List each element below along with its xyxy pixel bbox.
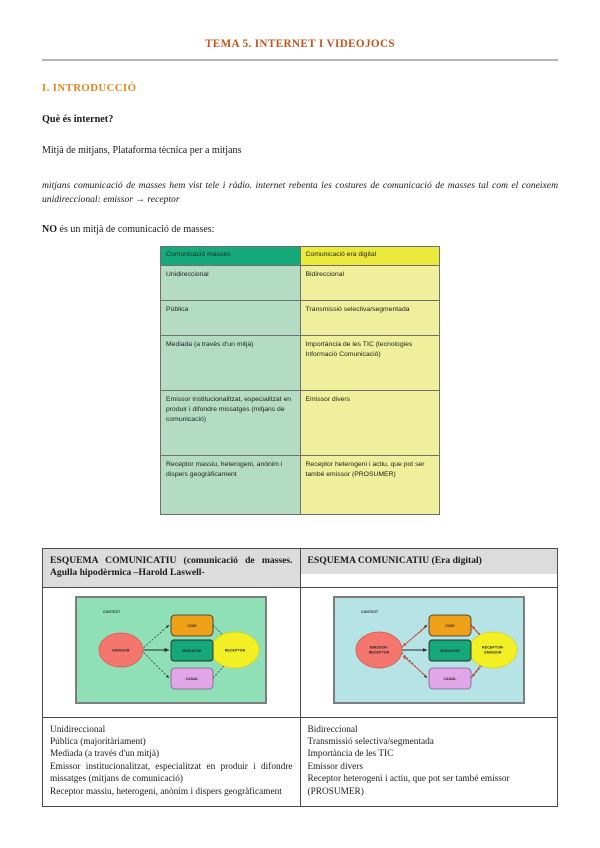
cell-left-mediada: Mediada (a través d'un mitjà) xyxy=(160,335,301,391)
list-item: Emissor divers xyxy=(307,761,364,772)
diagram-cell-left: CONTEXT xyxy=(43,588,300,717)
diagram-emissor-label-line2: RECEPTOR xyxy=(368,650,389,654)
diagram-node-emissor-receptor xyxy=(355,631,403,668)
diagram-node-missatge xyxy=(170,639,214,661)
cell-left-publica: Pública xyxy=(160,300,301,336)
diagram-receptor-label-line2: EMISSOR xyxy=(484,650,502,654)
diagram-missatge-label: MISSATGE xyxy=(183,649,203,653)
list-item: Emissor institucionalitzat, especialitza… xyxy=(50,761,293,785)
cell-left-unidireccional: Unidireccional xyxy=(160,265,301,301)
cell-right-tic: Importància de les TIC (tecnologies Info… xyxy=(299,335,440,391)
no-rest-text: és un mitjà de comunicació de masses: xyxy=(57,224,215,235)
note-italic-paragraph: mitjans comunicació de masses hem vist t… xyxy=(42,180,558,206)
feature-list-mass-communication: Unidireccional Pública (majoritàriament)… xyxy=(43,718,300,807)
no-lead-word: NO xyxy=(42,224,57,235)
cell-right-receptor-prosumer: Receptor heterogeni i actiu, que pot ser… xyxy=(299,455,440,515)
schema-comparison-table: ESQUEMA COMUNICATIU (comunicació de mass… xyxy=(42,548,558,808)
comparison-table-wrapper: Comunicació masses Comunicació era digit… xyxy=(42,246,558,515)
communication-diagram-digital: CONTEXT xyxy=(332,595,525,704)
diagram-emissor-label: EMISSOR xyxy=(113,648,131,652)
diagram-receptor-label-line1: RECEPTOR- xyxy=(482,645,505,649)
list-item: Transmissió selectiva/segmentada xyxy=(307,736,434,747)
page-title: TEMA 5. INTERNET I VIDEOJOCS xyxy=(205,38,395,50)
diagram-node-codi xyxy=(170,614,214,636)
list-item: Importància de les TIC xyxy=(307,749,394,760)
diagram-context-label: CONTEXT xyxy=(361,610,379,614)
comparison-table: Comunicació masses Comunicació era digit… xyxy=(160,246,440,515)
table-row: Unidireccional Bidireccional xyxy=(160,265,440,301)
diagram-node-canal xyxy=(428,667,472,689)
schema-header-row: ESQUEMA COMUNICATIU (comunicació de mass… xyxy=(42,548,558,588)
schema-title-mass-communication: ESQUEMA COMUNICATIU (comunicació de mass… xyxy=(43,549,300,587)
cell-left-receptor: Receptor massiu, heterogeni, anònim i di… xyxy=(160,455,301,515)
table-row: Mediada (a través d'un mitjà) Importànci… xyxy=(160,335,440,391)
diagram-cell-right: CONTEXT xyxy=(301,588,558,717)
list-item: Mediada (a través d'un mitjà) xyxy=(50,749,160,760)
list-item: Pública (majoritàriament) xyxy=(50,736,146,747)
diagram-node-missatge xyxy=(428,639,472,661)
diagram-node-emissor xyxy=(98,632,144,667)
cell-right-emissor-divers: Emissor divers xyxy=(299,390,440,456)
cell-left-emissor: Emissor institucionalitzat, especialitza… xyxy=(160,390,301,456)
diagram-node-canal xyxy=(170,667,214,689)
schema-diagram-row: CONTEXT xyxy=(42,586,558,718)
list-item: Receptor heterogeni i actiu, que pot ser… xyxy=(307,774,510,797)
answer-mitja-de-mitjans: Mitjà de mitjans, Plataforma tècnica per… xyxy=(42,145,242,156)
diagram-context-label: CONTEXT xyxy=(103,610,121,614)
no-mass-media-statement: NO és un mitjà de comunicació de masses: xyxy=(42,224,558,235)
diagram-missatge-label: MISSATGE xyxy=(440,649,460,653)
schema-title-digital-era: ESQUEMA COMUNICATIU (Era digital) xyxy=(300,549,557,575)
diagram-emissor-label-line1: EMISSOR- xyxy=(369,645,388,649)
diagram-canal-label: CANAL xyxy=(443,677,457,681)
cell-right-transmissio: Transmissió selectiva/segmentada xyxy=(299,300,440,336)
diagram-canal-label: CANAL xyxy=(186,677,200,681)
schema-table-wrapper: ESQUEMA COMUNICATIU (comunicació de mass… xyxy=(42,548,558,808)
table-row: Emissor institucionalitzat, especialitza… xyxy=(160,390,440,456)
table-row: Pública Transmissió selectiva/segmentada xyxy=(160,300,440,336)
column-header-mass-communication: Comunicació masses xyxy=(160,246,301,266)
list-item: Bidireccional xyxy=(307,724,358,735)
feature-list-digital-era: Bidireccional Transmissió selectiva/segm… xyxy=(301,718,558,807)
diagram-codi-label: CODI xyxy=(445,624,454,628)
schema-features-row: Unidireccional Pública (majoritàriament)… xyxy=(42,716,558,808)
list-item: Receptor massiu, heterogeni, anònim i di… xyxy=(50,786,282,797)
list-item: Unidireccional xyxy=(50,724,106,735)
section-heading-introduccio: I. INTRODUCCIÓ xyxy=(42,82,137,94)
table-header-row: Comunicació masses Comunicació era digit… xyxy=(160,246,440,266)
header-divider xyxy=(42,59,558,61)
diagram-node-codi xyxy=(428,614,472,636)
column-header-digital-era: Comunicació era digital xyxy=(299,246,440,266)
table-row: Receptor massiu, heterogeni, anònim i di… xyxy=(160,455,440,515)
diagram-codi-label: CODI xyxy=(188,624,197,628)
diagram-receptor-label: RECEPTOR xyxy=(225,648,246,652)
question-que-es-internet: Què és internet? xyxy=(42,114,114,125)
cell-right-bidireccional: Bidireccional xyxy=(299,265,440,301)
communication-diagram-classic: CONTEXT xyxy=(75,595,268,704)
